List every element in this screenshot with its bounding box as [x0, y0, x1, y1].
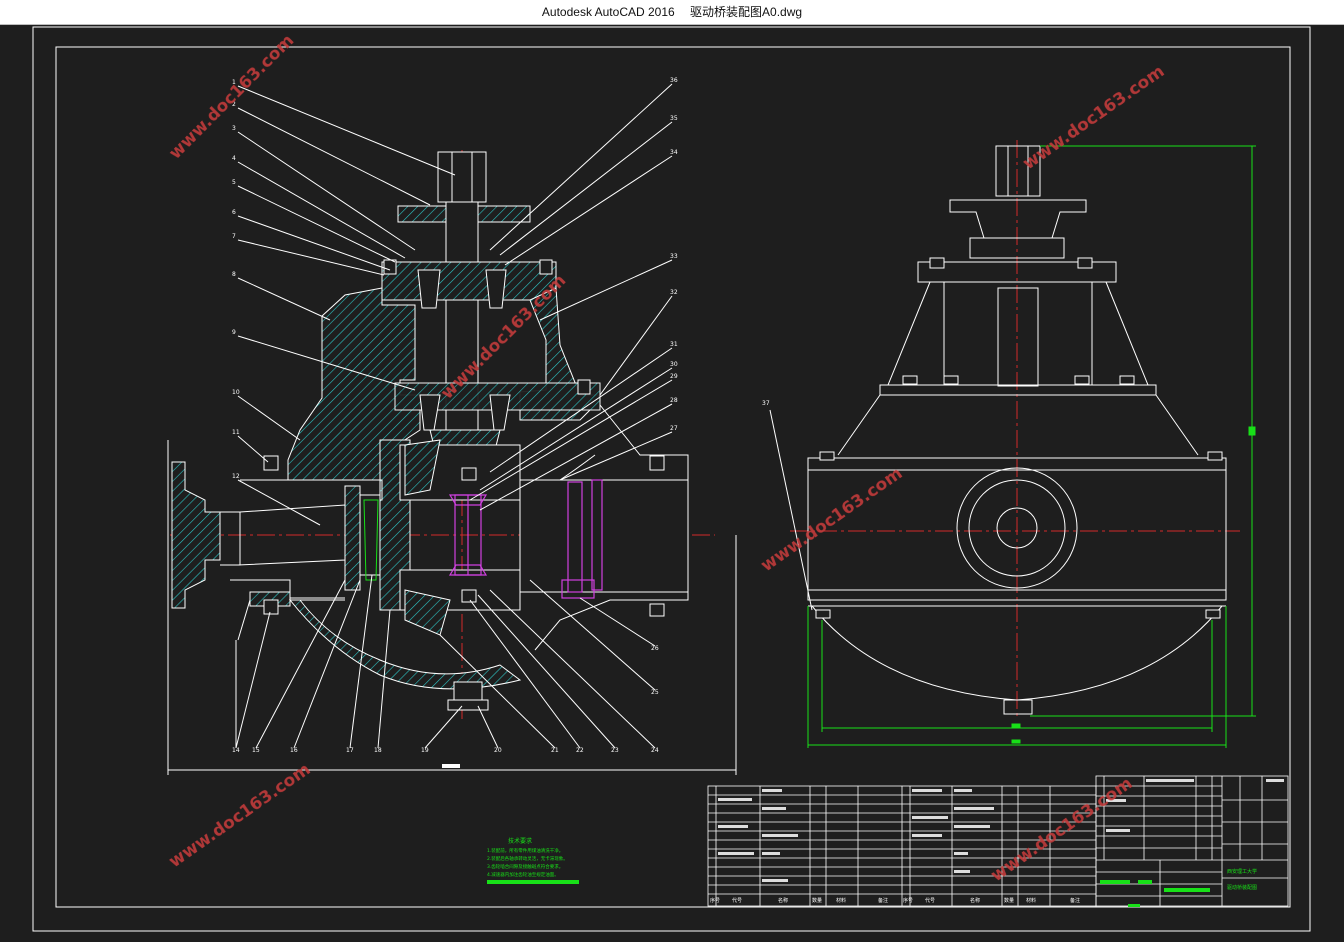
svg-text:23: 23: [611, 747, 619, 754]
file-name: 驱动桥装配图A0.dwg: [690, 5, 803, 19]
svg-text:9: 9: [232, 329, 236, 336]
svg-text:序号: 序号: [903, 897, 913, 904]
svg-text:14: 14: [232, 747, 240, 754]
svg-text:19: 19: [421, 747, 429, 754]
part-labels: 1 2 3 4 5 6 7 8 9 10 11 12 36 35 34 33 3…: [232, 77, 770, 754]
svg-text:25: 25: [651, 689, 659, 696]
svg-text:34: 34: [670, 149, 678, 156]
section-view-left[interactable]: [167, 150, 737, 775]
svg-text:2.装配后各轴承转动灵活，无卡滞现象。: 2.装配后各轴承转动灵活，无卡滞现象。: [487, 855, 568, 862]
svg-text:21: 21: [551, 747, 559, 754]
svg-text:15: 15: [252, 747, 260, 754]
svg-text:代号: 代号: [732, 897, 742, 904]
svg-text:5: 5: [232, 179, 236, 186]
watermark-5: www.doc163.com: [165, 759, 314, 872]
dimensions-green: [807, 145, 1256, 748]
bom-table: [707, 775, 1289, 907]
svg-text:名称: 名称: [778, 897, 788, 904]
svg-text:西安理工大学: 西安理工大学: [1227, 868, 1257, 875]
svg-text:12: 12: [232, 473, 240, 480]
svg-text:数量: 数量: [812, 897, 822, 904]
svg-text:7: 7: [232, 233, 236, 240]
svg-text:名称: 名称: [970, 897, 980, 904]
svg-text:代号: 代号: [925, 897, 935, 904]
svg-text:36: 36: [670, 77, 678, 84]
watermark-1: www.doc163.com: [165, 31, 298, 164]
svg-text:4: 4: [232, 155, 236, 162]
tech-requirements: 技术要求 1.装配前，所有零件用煤油清洗干净。 2.装配后各轴承转动灵活，无卡滞…: [487, 837, 579, 884]
inner-border: [55, 46, 1291, 908]
svg-text:技术要求: 技术要求: [508, 837, 532, 845]
svg-text:备注: 备注: [1070, 897, 1080, 904]
svg-text:35: 35: [670, 115, 678, 122]
svg-text:数量: 数量: [1004, 897, 1014, 904]
svg-text:32: 32: [670, 289, 678, 296]
svg-text:材料: 材料: [836, 897, 846, 904]
svg-text:材料: 材料: [1026, 897, 1036, 904]
bom-text-marks: [718, 779, 1284, 882]
svg-text:3: 3: [232, 125, 236, 132]
svg-text:29: 29: [670, 373, 678, 380]
leader-lines: [235, 83, 673, 749]
svg-text:37: 37: [762, 400, 770, 407]
svg-text:10: 10: [232, 389, 240, 396]
drawing-canvas[interactable]: 1 2 3 4 5 6 7 8 9 10 11 12 36 35 34 33 3…: [0, 25, 1344, 938]
svg-text:31: 31: [670, 341, 678, 348]
svg-text:18: 18: [374, 747, 382, 754]
drawing-svg[interactable]: 1 2 3 4 5 6 7 8 9 10 11 12 36 35 34 33 3…: [0, 25, 1344, 938]
svg-text:3.齿轮啮合间隙及接触斑点符合要求。: 3.齿轮啮合间隙及接触斑点符合要求。: [487, 863, 563, 870]
window-titlebar: Autodesk AutoCAD 2016 驱动桥装配图A0.dwg: [0, 0, 1344, 25]
svg-text:33: 33: [670, 253, 678, 260]
watermark-3: www.doc163.com: [1019, 61, 1168, 174]
svg-text:序号: 序号: [710, 897, 720, 904]
svg-text:驱动桥装配图: 驱动桥装配图: [1227, 884, 1257, 891]
svg-text:26: 26: [651, 645, 659, 652]
svg-text:11: 11: [232, 429, 240, 436]
svg-text:24: 24: [651, 747, 659, 754]
svg-text:27: 27: [670, 425, 678, 432]
svg-text:8: 8: [232, 271, 236, 278]
outer-border: [32, 26, 1311, 932]
svg-text:6: 6: [232, 209, 236, 216]
watermark-4: www.doc163.com: [757, 463, 906, 576]
svg-text:4.减速器内加注齿轮油至规定油面。: 4.减速器内加注齿轮油至规定油面。: [487, 871, 559, 878]
svg-text:22: 22: [576, 747, 584, 754]
svg-text:备注: 备注: [878, 897, 888, 904]
side-view-right[interactable]: [769, 140, 1240, 720]
svg-text:30: 30: [670, 361, 678, 368]
bom-headers: 序号 代号 名称 数量 材料 备注 序号 代号 名称 数量 材料 备注 西安理工…: [710, 868, 1257, 904]
svg-text:16: 16: [290, 747, 298, 754]
svg-text:1: 1: [232, 79, 236, 86]
title-block-green: [1100, 880, 1210, 907]
svg-text:28: 28: [670, 397, 678, 404]
svg-text:1.装配前，所有零件用煤油清洗干净。: 1.装配前，所有零件用煤油清洗干净。: [487, 847, 563, 854]
app-name: Autodesk AutoCAD 2016: [541, 5, 675, 19]
svg-text:2: 2: [232, 101, 236, 108]
svg-text:17: 17: [346, 747, 354, 754]
svg-text:20: 20: [494, 747, 502, 754]
